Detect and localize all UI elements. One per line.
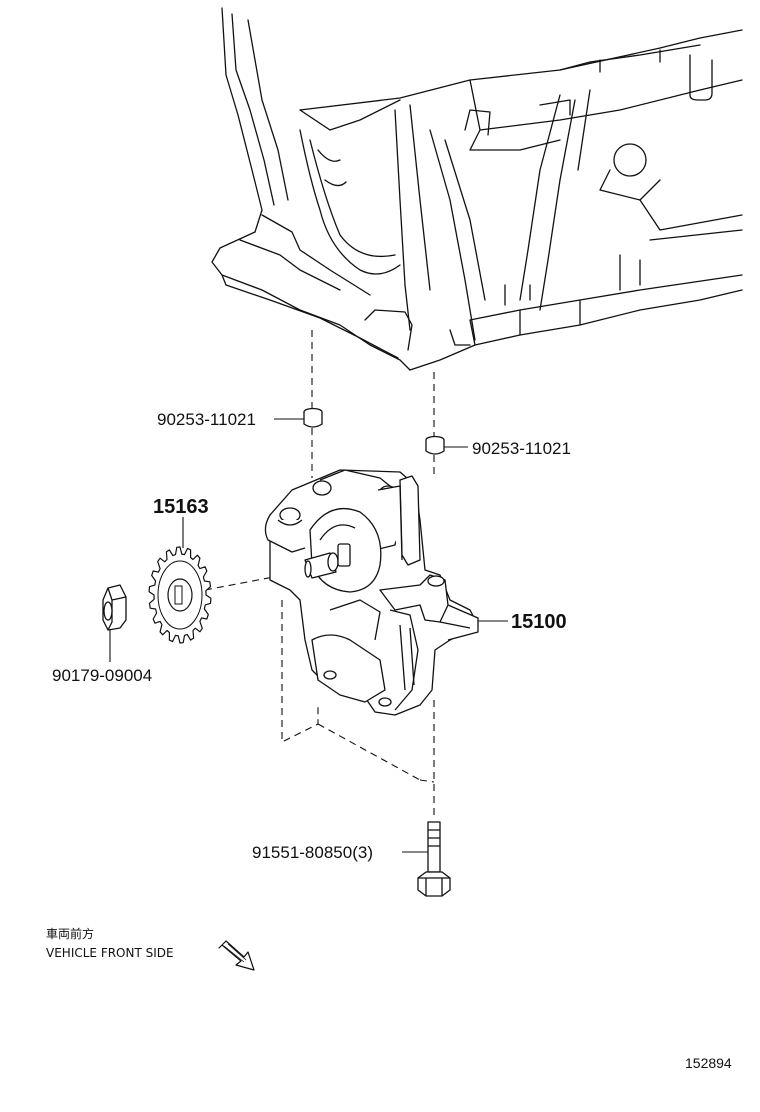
front-direction-arrow-icon	[218, 940, 255, 971]
collar-upper-left-illustration	[303, 407, 323, 428]
illustration-number: 152894	[685, 1055, 732, 1071]
gear-illustration	[148, 546, 212, 644]
collar-upper-right-illustration	[425, 435, 445, 455]
callout-nut: 90179-09004	[52, 666, 152, 685]
bolt-illustration	[417, 821, 451, 897]
callout-bolt: 91551-80850(3)	[252, 843, 373, 862]
assembly-guide-lines	[204, 330, 435, 820]
callout-leader-lines	[109, 418, 508, 853]
orientation-note-english: VEHICLE FRONT SIDE	[46, 946, 174, 960]
callout-gear: 15163	[153, 496, 209, 518]
engine-block-illustration	[211, 7, 743, 371]
orientation-note-japanese: 車両前方	[46, 927, 95, 941]
callout-collar-upper-left: 90253-11021	[157, 410, 256, 429]
callout-pump-assembly: 15100	[511, 611, 567, 633]
callout-collar-upper-right: 90253-11021	[472, 439, 571, 458]
pump-assembly-illustration	[264, 469, 479, 716]
nut-illustration	[102, 584, 127, 631]
